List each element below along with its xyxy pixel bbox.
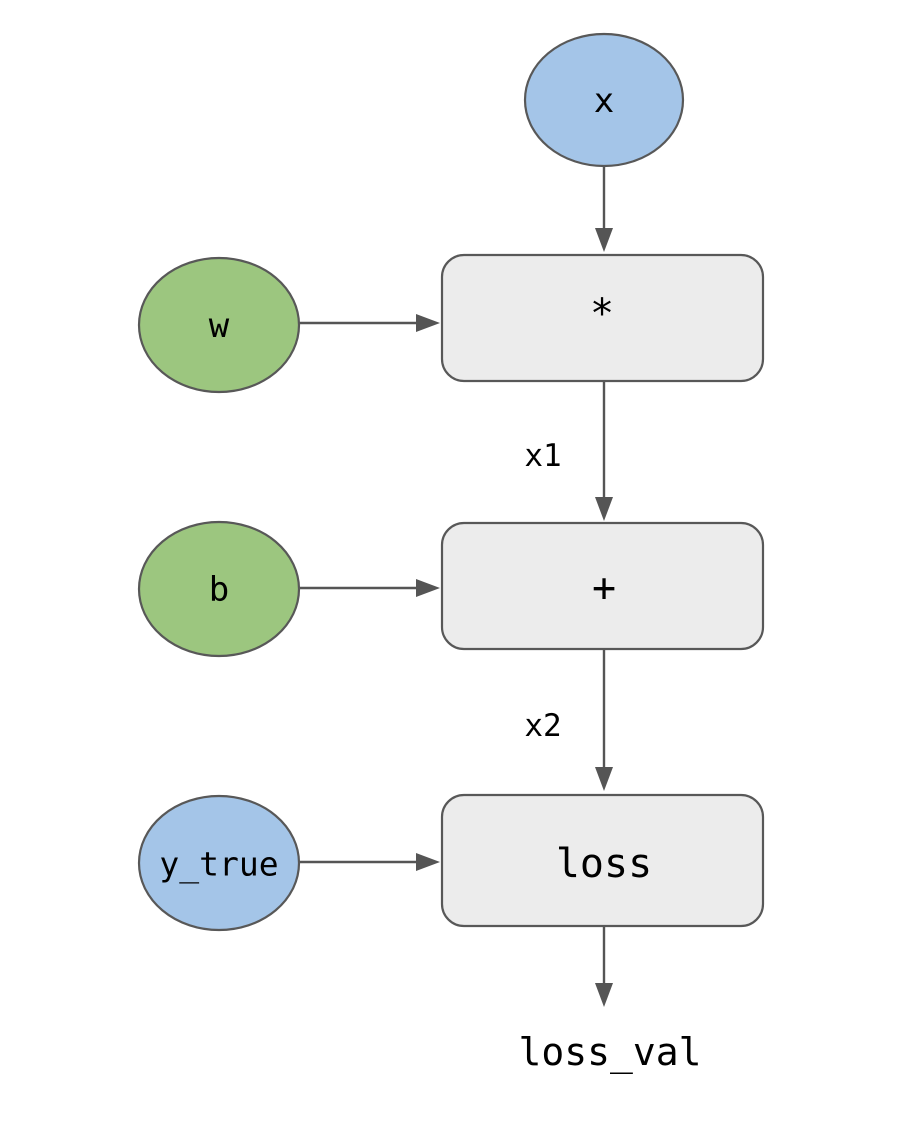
node-x-label: x [594, 81, 614, 121]
node-x-shape[interactable] [523, 32, 685, 168]
node-loss-label: loss [556, 841, 652, 887]
node-x[interactable]: x [523, 32, 685, 168]
node-mul[interactable]: * [440, 253, 765, 383]
node-add-shape[interactable] [440, 521, 765, 651]
node-mul-label: * [590, 291, 614, 337]
node-loss[interactable]: loss [440, 793, 765, 928]
node-w-label: w [209, 306, 230, 346]
node-add-label: + [592, 565, 616, 611]
node-b-shape[interactable] [137, 520, 301, 658]
edge-loss-to-lossval [595, 926, 613, 1007]
node-add[interactable]: + [440, 521, 765, 651]
node-loss-shape[interactable] [440, 793, 765, 928]
edge-label-x1: x1 [524, 438, 561, 474]
edge-w-to-mul [299, 314, 440, 332]
edge-x-to-mul [595, 167, 613, 252]
node-loss-val-label: loss_val [518, 1030, 701, 1075]
edge-mul-to-add: x1 [524, 381, 613, 521]
node-w-shape[interactable] [137, 256, 301, 394]
node-b[interactable]: b [137, 520, 301, 658]
node-y-true-shape[interactable] [137, 794, 301, 932]
node-w[interactable]: w [137, 256, 301, 394]
node-y-true[interactable]: y_true [137, 794, 301, 932]
edge-add-to-loss: x2 [524, 649, 613, 791]
edge-ytrue-to-loss [299, 853, 440, 871]
edge-label-x2: x2 [524, 708, 561, 744]
node-b-label: b [209, 570, 229, 610]
edge-b-to-add [299, 579, 440, 597]
node-y-true-label: y_true [159, 845, 278, 885]
node-mul-shape[interactable] [440, 253, 765, 383]
